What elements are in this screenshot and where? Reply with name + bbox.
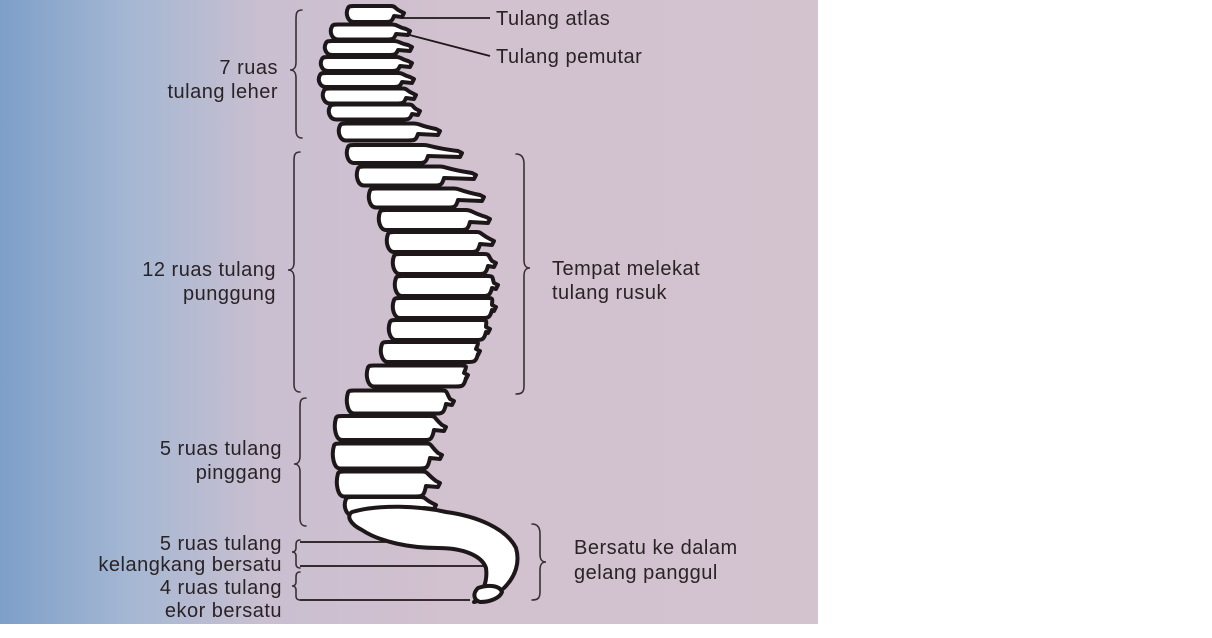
vertebra-22 [333,444,442,469]
vertebra-11 [369,189,484,208]
vertebra-5 [319,73,414,87]
leader-line-pemutar [398,32,490,56]
brace-rusuk [516,154,530,394]
label-punggung-line1: 12 ruas tulang [142,258,276,282]
vertebra-10 [357,167,476,186]
label-ekor-line2: ekor bersatu [165,599,282,623]
vertebra-1 [347,6,404,22]
spine-diagram-panel: Tulang atlas Tulang pemutar 7 ruas tulan… [0,0,818,624]
label-ekor-line1: 4 ruas tulang [160,576,282,600]
label-panggul-line1: Bersatu ke dalam [574,536,738,560]
vertebra-19 [367,366,468,387]
spine-diagram [0,0,818,624]
brace-pinggang [294,398,306,526]
vertebra-8 [339,124,440,141]
label-rusuk-line2: tulang rusuk [552,281,667,305]
vertebra-18 [381,342,480,362]
brace-panggul [532,524,546,600]
vertebra-4 [321,57,412,71]
brace-kelangkang [292,540,300,568]
label-tulang-pemutar: Tulang pemutar [496,45,642,69]
label-tulang-atlas: Tulang atlas [496,7,610,31]
label-kelangkang-line2: kelangkang bersatu [98,553,282,577]
label-punggung-line2: punggung [183,282,276,306]
vertebra-3 [325,41,412,55]
vertebra-21 [335,416,446,440]
vertebra-12 [379,210,490,230]
brace-leher [290,10,302,138]
vertebra-13 [387,232,494,252]
vertebra-14 [393,254,496,274]
brace-ekor [292,572,300,600]
vertebra-20 [347,391,454,414]
vertebra-2 [331,25,410,40]
label-rusuk-line1: Tempat melekat [552,257,700,281]
vertebra-9 [347,145,462,163]
label-leher-line2: tulang leher [167,80,278,104]
vertebra-17 [389,320,490,340]
vertebra-6 [323,89,416,104]
label-panggul-line2: gelang panggul [574,561,718,585]
label-pinggang-line2: pinggang [196,461,282,485]
vertebra-7 [329,105,420,120]
vertebra-15 [395,276,498,296]
label-leher-line1: 7 ruas [219,56,278,80]
coccyx-shape [474,586,502,602]
vertebra-16 [393,298,496,318]
label-pinggang-line1: 5 ruas tulang [160,437,282,461]
brace-punggung [288,152,300,392]
vertebra-23 [337,472,440,497]
